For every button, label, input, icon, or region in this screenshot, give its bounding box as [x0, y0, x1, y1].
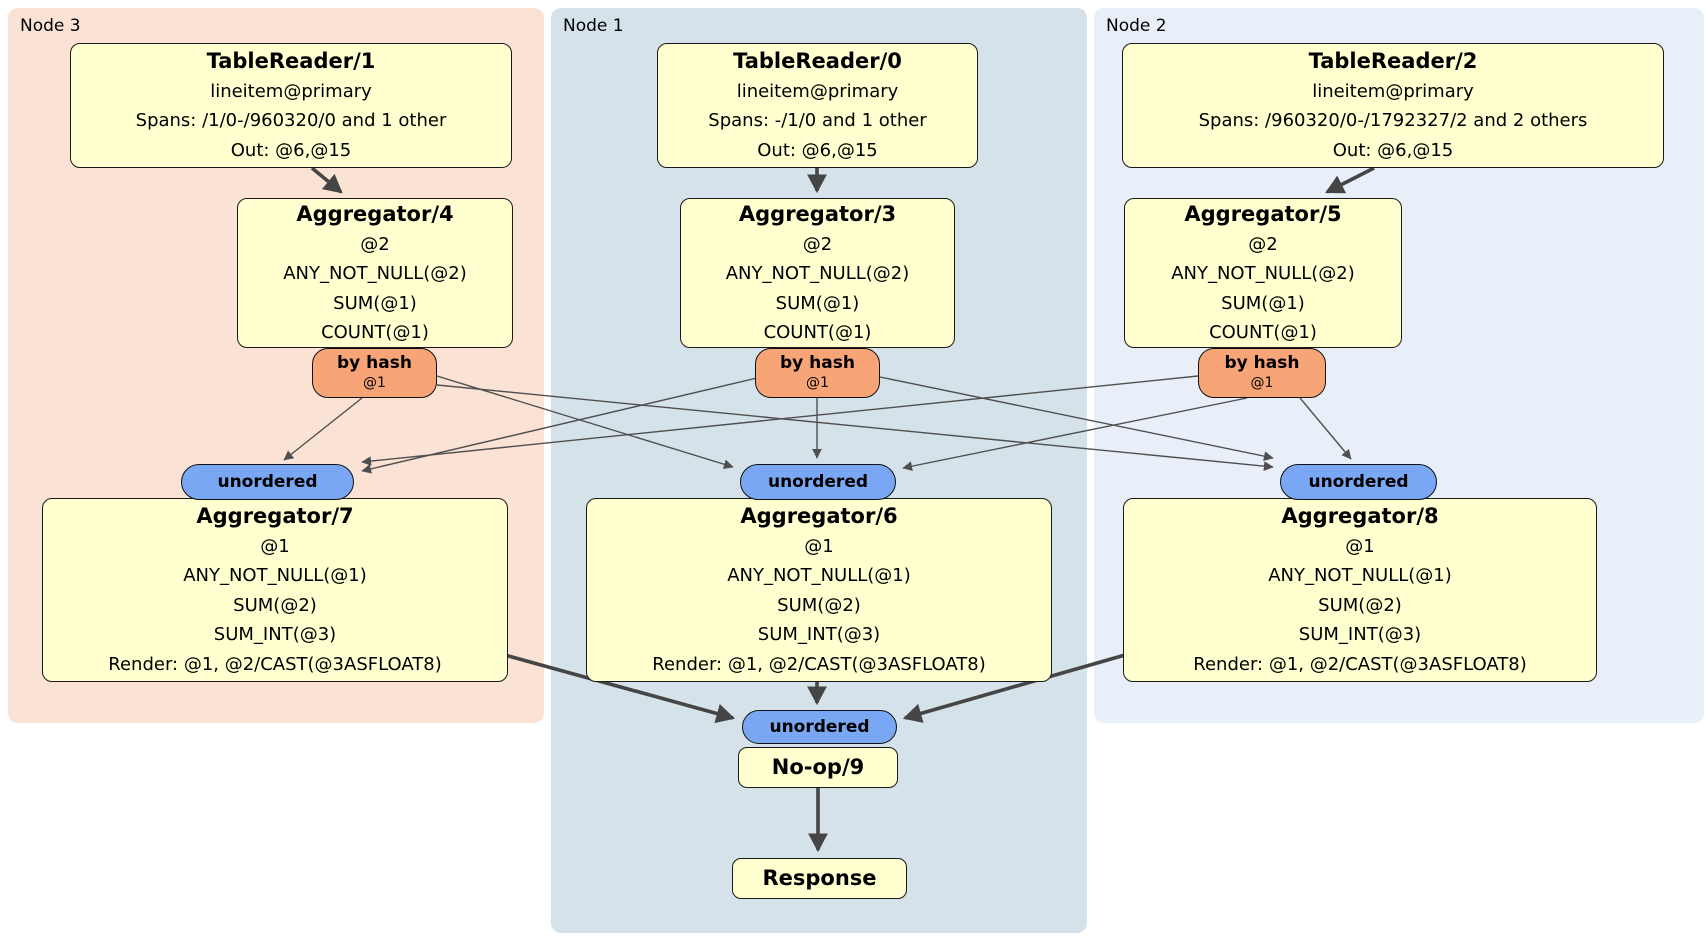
- aggregator-3-fn2: SUM(@1): [775, 292, 860, 314]
- aggregator-5-title: Aggregator/5: [1184, 201, 1342, 226]
- aggregator-5-fn2: SUM(@1): [1221, 292, 1305, 314]
- edge-aggregator7-unordered-bottom: [504, 653, 736, 724]
- region-node-1-label: Node 1: [563, 16, 624, 36]
- router-by-hash-right-label: by hash: [1224, 353, 1300, 373]
- edge-aggregator8-unordered-bottom: [902, 653, 1126, 723]
- sync-unordered-left: unordered: [181, 464, 354, 500]
- aggregator-6-render: Render: @1, @2/CAST(@3ASFLOAT8): [652, 653, 986, 675]
- aggregator-4-fn1: ANY_NOT_NULL(@2): [283, 263, 467, 284]
- sync-unordered-middle: unordered: [740, 464, 896, 500]
- node-box-aggregator-4: Aggregator/4 @2 ANY_NOT_NULL(@2) SUM(@1)…: [237, 198, 513, 348]
- edge-hashL-unorderedR: [436, 384, 1274, 471]
- aggregator-3-title: Aggregator/3: [738, 201, 897, 226]
- node-box-response: Response: [732, 858, 907, 899]
- aggregator-8-title: Aggregator/8: [1281, 503, 1439, 528]
- aggregator-4-title: Aggregator/4: [296, 201, 454, 226]
- tablereader-2-spans: Spans: /960320/0-/1792327/2 and 2 others: [1198, 110, 1588, 132]
- sync-unordered-right: unordered: [1280, 464, 1437, 500]
- router-by-hash-left-columns: @1: [363, 375, 386, 391]
- edge-hashL-unorderedL: [283, 397, 363, 461]
- edge-hashM-unorderedR: [879, 376, 1274, 461]
- router-by-hash-middle-columns: @1: [806, 375, 829, 391]
- node-box-aggregator-6: Aggregator/6 @1 ANY_NOT_NULL(@1) SUM(@2)…: [586, 498, 1052, 682]
- aggregator-6-fn2: SUM(@2): [777, 594, 861, 616]
- node-box-aggregator-3: Aggregator/3 @2 ANY_NOT_NULL(@2) SUM(@1)…: [680, 198, 955, 348]
- aggregator-6-group: @1: [804, 535, 834, 557]
- tablereader-0-index: lineitem@primary: [736, 80, 899, 102]
- aggregator-5-fn1: ANY_NOT_NULL(@2): [1171, 263, 1355, 284]
- tablereader-2-title: TableReader/2: [1308, 48, 1478, 73]
- edge-hashR-unorderedR: [1299, 397, 1352, 460]
- aggregator-7-fn3: SUM_INT(@3): [213, 624, 337, 646]
- aggregator-3-group: @2: [802, 233, 833, 255]
- router-by-hash-middle: by hash @1: [755, 348, 880, 398]
- aggregator-8-fn3: SUM_INT(@3): [1298, 624, 1422, 646]
- aggregator-7-group: @1: [260, 535, 290, 557]
- tablereader-1-index: lineitem@primary: [210, 80, 372, 102]
- edge-hashR-unorderedM: [902, 397, 1248, 471]
- aggregator-4-fn3: COUNT(@1): [321, 322, 429, 343]
- aggregator-5-fn3: COUNT(@1): [1209, 322, 1317, 343]
- aggregator-6-fn1: ANY_NOT_NULL(@1): [727, 565, 911, 587]
- response-title: Response: [762, 866, 877, 890]
- sync-unordered-bottom: unordered: [742, 710, 897, 744]
- sync-unordered-middle-label: unordered: [767, 472, 869, 492]
- aggregator-8-fn2: SUM(@2): [1318, 594, 1402, 616]
- tablereader-0-spans: Spans: -/1/0 and 1 other: [708, 110, 927, 132]
- router-by-hash-middle-label: by hash: [780, 353, 855, 373]
- aggregator-4-group: @2: [360, 233, 390, 255]
- aggregator-8-fn1: ANY_NOT_NULL(@1): [1268, 565, 1452, 587]
- tablereader-0-title: TableReader/0: [733, 48, 902, 73]
- aggregator-3-fn1: ANY_NOT_NULL(@2): [725, 263, 910, 284]
- aggregator-4-fn2: SUM(@1): [333, 292, 417, 314]
- aggregator-7-render: Render: @1, @2/CAST(@3ASFLOAT8): [108, 653, 442, 675]
- aggregator-7-fn2: SUM(@2): [233, 594, 317, 616]
- router-by-hash-right-columns: @1: [1250, 375, 1274, 391]
- node-box-aggregator-7: Aggregator/7 @1 ANY_NOT_NULL(@1) SUM(@2)…: [42, 498, 508, 682]
- edge-hashR-unorderedL: [361, 375, 1199, 466]
- node-box-tablereader-1: TableReader/1 lineitem@primary Spans: /1…: [70, 43, 512, 168]
- node-box-aggregator-5: Aggregator/5 @2 ANY_NOT_NULL(@2) SUM(@1)…: [1124, 198, 1402, 348]
- sync-unordered-right-label: unordered: [1308, 472, 1409, 492]
- node-box-tablereader-0: TableReader/0 lineitem@primary Spans: -/…: [657, 43, 978, 168]
- aggregator-6-title: Aggregator/6: [740, 503, 898, 528]
- tablereader-2-out: Out: @6,@15: [1332, 139, 1454, 161]
- router-by-hash-left: by hash @1: [312, 348, 437, 398]
- router-by-hash-right: by hash @1: [1198, 348, 1326, 398]
- node-box-noop-9: No-op/9: [738, 747, 898, 788]
- node-box-tablereader-2: TableReader/2 lineitem@primary Spans: /9…: [1122, 43, 1664, 168]
- tablereader-1-title: TableReader/1: [206, 48, 376, 73]
- aggregator-8-render: Render: @1, @2/CAST(@3ASFLOAT8): [1193, 653, 1527, 675]
- aggregator-5-group: @2: [1248, 233, 1278, 255]
- edge-tablereader2-aggregator5: [1325, 166, 1375, 194]
- aggregator-7-title: Aggregator/7: [196, 503, 354, 528]
- edge-tablereader1-aggregator4: [310, 166, 343, 194]
- aggregator-7-fn1: ANY_NOT_NULL(@1): [183, 565, 367, 587]
- tablereader-0-out: Out: @6,@15: [757, 139, 878, 161]
- region-node-3-label: Node 3: [20, 16, 81, 36]
- node-box-aggregator-8: Aggregator/8 @1 ANY_NOT_NULL(@1) SUM(@2)…: [1123, 498, 1597, 682]
- aggregator-8-group: @1: [1345, 535, 1375, 557]
- tablereader-2-index: lineitem@primary: [1312, 80, 1474, 102]
- tablereader-1-out: Out: @6,@15: [230, 139, 352, 161]
- sync-unordered-left-label: unordered: [217, 472, 318, 492]
- aggregator-6-fn3: SUM_INT(@3): [757, 624, 881, 646]
- noop-9-title: No-op/9: [771, 755, 865, 779]
- tablereader-1-spans: Spans: /1/0-/960320/0 and 1 other: [135, 110, 447, 132]
- sync-unordered-bottom-label: unordered: [769, 717, 870, 737]
- router-by-hash-left-label: by hash: [337, 353, 412, 373]
- aggregator-3-fn3: COUNT(@1): [763, 322, 872, 343]
- edge-hashL-unorderedM: [436, 375, 734, 470]
- region-node-2-label: Node 2: [1106, 16, 1167, 36]
